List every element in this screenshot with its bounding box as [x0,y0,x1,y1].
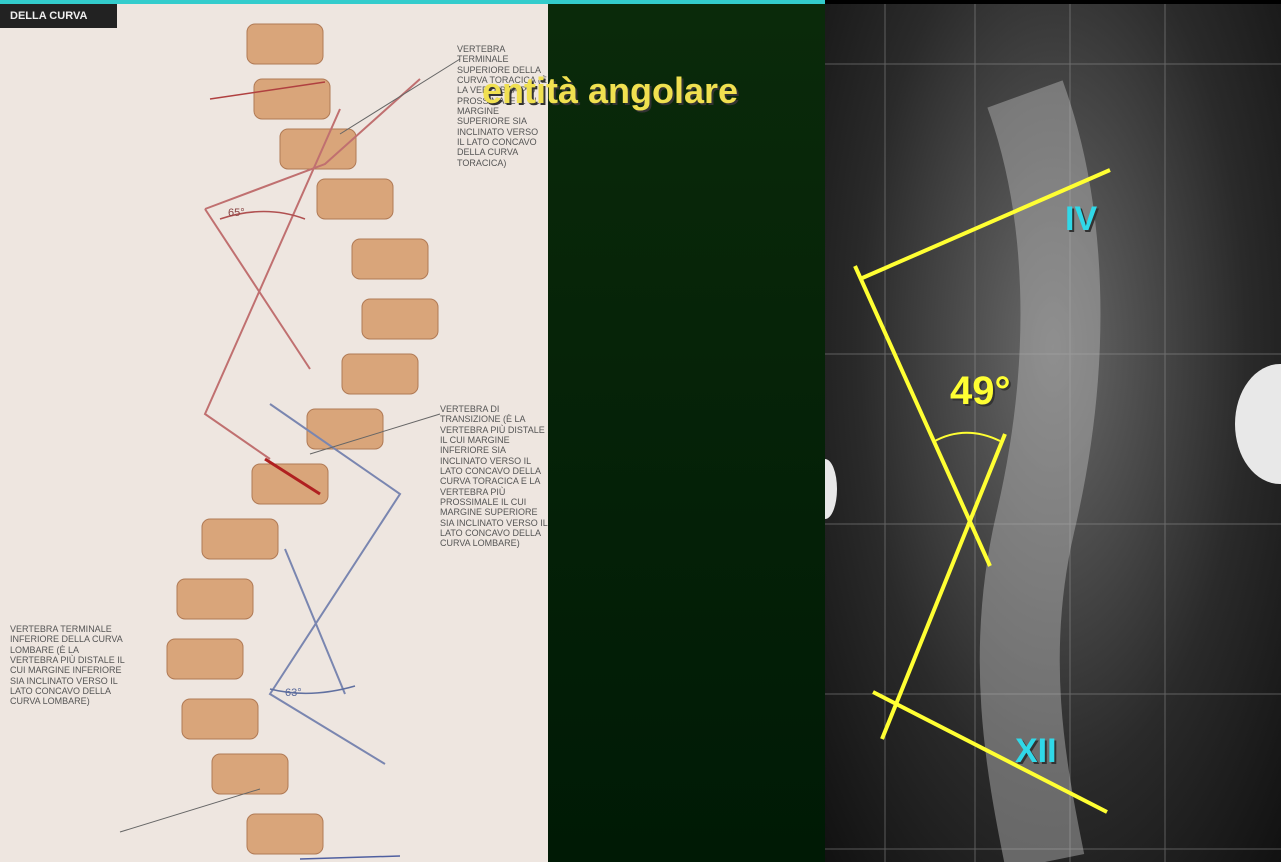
upper-angle-label: 65° [228,207,245,219]
vertebra-body [182,699,258,739]
lower-terminal-caption: VERTEBRA TERMINALE INFERIORE DELLA CURVA… [10,624,125,707]
caption-bottom-pointer [120,789,260,832]
vertebra-body [167,639,243,679]
transition-vertebra-caption: VERTEBRA DI TRANSIZIONE (È LA VERTEBRA P… [440,404,548,549]
vertebra-label-xii: XII [1015,732,1057,771]
vertebra-body [362,299,438,339]
lower-cobb-lines [270,404,400,764]
vertebra-label-iv: IV [1065,200,1097,239]
upper-cobb-line-2 [205,209,310,369]
vertebra-body [247,24,323,64]
angle-arc [933,433,1000,442]
caption-top-pointer [340,59,460,134]
vertebra-body [247,814,323,854]
dark-green-divider-panel [548,4,825,862]
vertebra-body [254,79,330,119]
cobb-angle-label: 49° [950,369,1011,414]
vertebra-body [252,464,328,504]
left-bright-marker [825,459,837,519]
spine-illustration-panel: DELLA CURVA 65° 63° VERTEBRA TERMINALE S… [0,4,548,862]
vertebra-body [352,239,428,279]
vertebra-body [212,754,288,794]
vertebra-body [280,129,356,169]
vertebra-body [177,579,253,619]
vertebra-body [342,354,418,394]
xray-panel: IV 49° XII [825,4,1281,862]
bright-marker [1235,364,1281,484]
bottom-arrow [300,856,400,859]
slide-title: entità angolare [482,70,738,112]
lower-angle-label: 63° [285,687,302,699]
vertebra-body [317,179,393,219]
vertebra-body [202,519,278,559]
vertebrae-group [167,24,438,854]
lower-cobb-line-2 [285,549,345,694]
